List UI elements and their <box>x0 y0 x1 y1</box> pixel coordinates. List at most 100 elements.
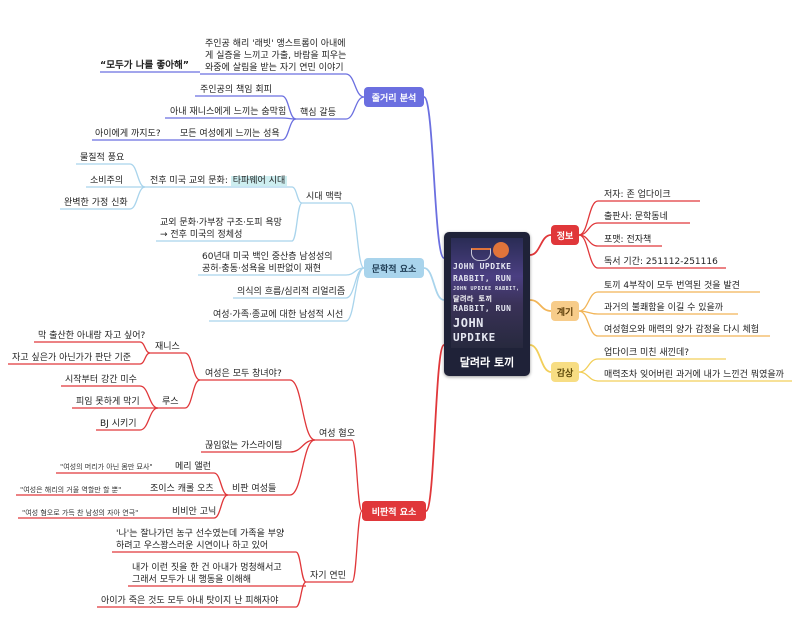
motive-item: 여성혐오와 매력의 양가 감정을 다시 체험 <box>604 325 760 335</box>
style-item: 의식의 흐름/심리적 리얼리즘 <box>237 287 346 297</box>
critic-name: 메리 앨런 <box>175 462 211 472</box>
conflict-subitem: 아이에게 까지도? <box>95 129 161 139</box>
connector-line <box>139 385 159 409</box>
connector-line <box>345 267 365 322</box>
critic-quote: "여성의 머리가 아닌 몸만 묘사" <box>60 463 153 471</box>
ruth-item: BJ 시키기 <box>100 419 137 429</box>
tools-label: 여성은 모두 창녀야? <box>205 369 282 379</box>
connector-line <box>281 118 297 141</box>
cover-line: RABBIT, RUN <box>453 304 512 313</box>
connector-line <box>349 202 365 269</box>
church-line: → 전후 미국의 정체성 <box>160 230 243 240</box>
connector-line <box>423 267 445 301</box>
pity-line: 그래서 모두가 내 행동을 이해해 <box>132 575 252 585</box>
connector-line <box>184 352 201 381</box>
connector-line <box>351 510 363 583</box>
church-line: 교외 문화·가부장 구조·도피 욕망 <box>160 218 282 228</box>
hub-critical[interactable]: 비판적 요소 <box>362 501 426 521</box>
connector-line <box>578 358 599 373</box>
view-item: 여성·가족·종교에 대한 남성적 시선 <box>213 310 344 320</box>
info-item: 포맷: 전자책 <box>604 235 652 245</box>
conflict-item: 주인공의 책임 회피 <box>200 85 272 95</box>
postwar-culture: 전후 미국 교외 문화: 타파웨어 시대 <box>150 175 288 187</box>
connector-line <box>289 379 316 441</box>
hub-info[interactable]: 정보 <box>551 225 579 245</box>
ruth-label: 루스 <box>162 397 179 407</box>
connector-line <box>529 344 552 373</box>
connector-line <box>129 186 146 210</box>
connector-line <box>529 234 552 256</box>
connector-line <box>139 352 151 365</box>
janice-label: 재니스 <box>155 342 180 352</box>
book-cover-image: JOHN UPDIKE RABBIT, RUN JOHN UPDIKE RABB… <box>451 238 523 348</box>
connector-line <box>345 73 365 98</box>
plot-quote: “모두가 나를 좋아해” <box>100 60 190 71</box>
ruth-item: 시작부터 강간 미수 <box>65 375 137 385</box>
connector-line <box>423 96 445 259</box>
hub-motive[interactable]: 계기 <box>551 301 579 321</box>
connector-line <box>295 551 307 583</box>
connector-line <box>578 371 599 382</box>
janice-item: 자고 싶은가 아닌가가 판단 기준 <box>12 353 132 363</box>
basketball-icon <box>493 242 509 258</box>
connector-line <box>139 407 159 431</box>
impression-item: 매력조차 잊어버린 과거에 내가 느낀건 뭐였을까 <box>604 370 784 380</box>
conflict-item: 아내 재니스에게 느끼는 숨막힘 <box>170 107 287 117</box>
hub-plot[interactable]: 줄거리 분석 <box>364 87 424 107</box>
center-book-node[interactable]: JOHN UPDIKE RABBIT, RUN JOHN UPDIKE RABB… <box>444 232 530 376</box>
janice-item: 막 출산한 아내랑 자고 싶어? <box>38 331 146 341</box>
connector-line <box>578 291 599 312</box>
motive-item: 과거의 불쾌함을 이길 수 있을까 <box>604 303 724 313</box>
motive-item: 토끼 4부작이 모두 번역된 것을 발견 <box>604 281 740 291</box>
postwar-item: 완벽한 가정 신화 <box>64 198 128 208</box>
connector-line <box>529 299 552 312</box>
critic-name: 비비안 고닉 <box>172 507 217 517</box>
info-item: 출판사: 문학동네 <box>604 212 668 222</box>
plot-summary-line: 주인공 해리 '래빗' 앵스트롬이 아내에 <box>205 39 346 49</box>
cover-line: JOHN UPDIKE <box>453 262 512 271</box>
impression-item: 업다이크 미친 새낀데? <box>604 348 690 358</box>
connector-line <box>213 472 229 496</box>
connector-line <box>129 163 146 188</box>
middle-class-line: 60년대 미국 백인 중산층 남성성의 <box>202 252 333 262</box>
pity-line: 하려고 우스꽝스러운 시연이나 하고 있어 <box>116 541 269 551</box>
critic-quote: "여성 혐오로 가득 찬 남성의 자아 연극" <box>22 509 139 517</box>
critics-label: 비판 여성들 <box>232 484 277 494</box>
plot-summary-line: 와중에 살림을 받는 자기 연민 이야기 <box>205 63 344 73</box>
center-title: 달려라 토끼 <box>459 356 515 369</box>
context-label: 시대 맥락 <box>306 192 342 202</box>
connector-line <box>291 186 303 204</box>
critic-quote: "여성은 해리의 거울 역할만 할 뿐" <box>20 486 122 494</box>
connector-line <box>289 439 316 496</box>
cover-line: RABBIT, RUN <box>453 274 512 283</box>
gaslighting-item: 끊임없는 가스라이팅 <box>205 441 283 451</box>
pity-line: '나'는 잘나가던 농구 선수였는데 가족을 부양 <box>116 529 285 539</box>
info-item: 저자: 존 업다이크 <box>604 190 671 200</box>
conflict-item: 모든 여성에게 느끼는 성욕 <box>180 129 280 139</box>
pity-label: 자기 연민 <box>310 571 346 581</box>
connector-line <box>425 344 445 512</box>
connector-line <box>291 202 303 242</box>
postwar-item: 소비주의 <box>90 176 124 186</box>
ruth-item: 피임 못하게 막기 <box>76 397 140 407</box>
conflict-label: 핵심 갈등 <box>300 108 336 118</box>
hub-impression[interactable]: 감상 <box>551 362 579 382</box>
misogyny-label: 여성 혐오 <box>319 429 355 439</box>
postwar-prefix: 전후 미국 교외 문화: <box>150 176 231 186</box>
hoop-icon <box>471 248 491 261</box>
cover-line: JOHN <box>453 316 484 330</box>
cover-line: JOHN UPDIKE RABBIT, RUN <box>453 286 521 292</box>
cover-line: 달려라 토끼 <box>453 295 493 303</box>
connector-line <box>139 341 151 354</box>
postwar-item: 물질적 풍요 <box>80 153 125 163</box>
pity-line: 아이가 죽은 것도 모두 아내 탓이지 난 피해자야 <box>101 596 279 606</box>
hub-literary[interactable]: 문학적 요소 <box>364 258 424 278</box>
connector-line <box>184 379 201 409</box>
connector-line <box>213 494 229 519</box>
connector-line <box>351 439 363 512</box>
tupperware-highlight: 타파웨어 시대 <box>230 176 288 186</box>
middle-class-line: 공허·충동·성욕을 비판없이 재현 <box>202 264 322 274</box>
connector-line <box>578 310 599 337</box>
connector-line <box>295 581 307 608</box>
